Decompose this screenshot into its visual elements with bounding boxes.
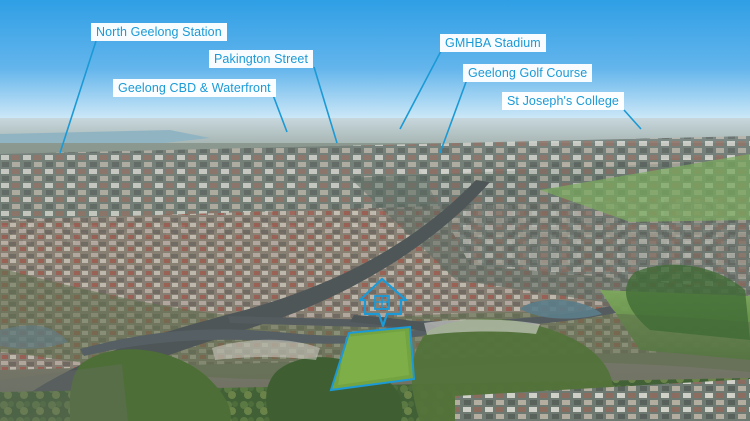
landmark-label-st-josephs-college: St Joseph's College <box>502 92 624 110</box>
landmark-label-north-geelong-station: North Geelong Station <box>91 23 227 41</box>
leader-line-north-geelong-station <box>59 40 97 154</box>
leader-line-geelong-golf-course <box>439 81 467 154</box>
house-pin-icon <box>358 277 408 328</box>
leader-line-gmhba-stadium <box>399 50 442 130</box>
landmark-label-geelong-cbd-waterfront: Geelong CBD & Waterfront <box>113 79 276 97</box>
property-boundary <box>329 325 416 392</box>
leader-line-st-josephs-college <box>623 109 642 130</box>
landmark-label-pakington-street: Pakington Street <box>209 50 314 68</box>
landmark-label-geelong-golf-course: Geelong Golf Course <box>463 64 593 82</box>
landmark-label-gmhba-stadium: GMHBA Stadium <box>440 34 546 52</box>
leader-line-pakington-street <box>313 66 338 144</box>
leader-line-geelong-cbd-waterfront <box>272 94 288 133</box>
